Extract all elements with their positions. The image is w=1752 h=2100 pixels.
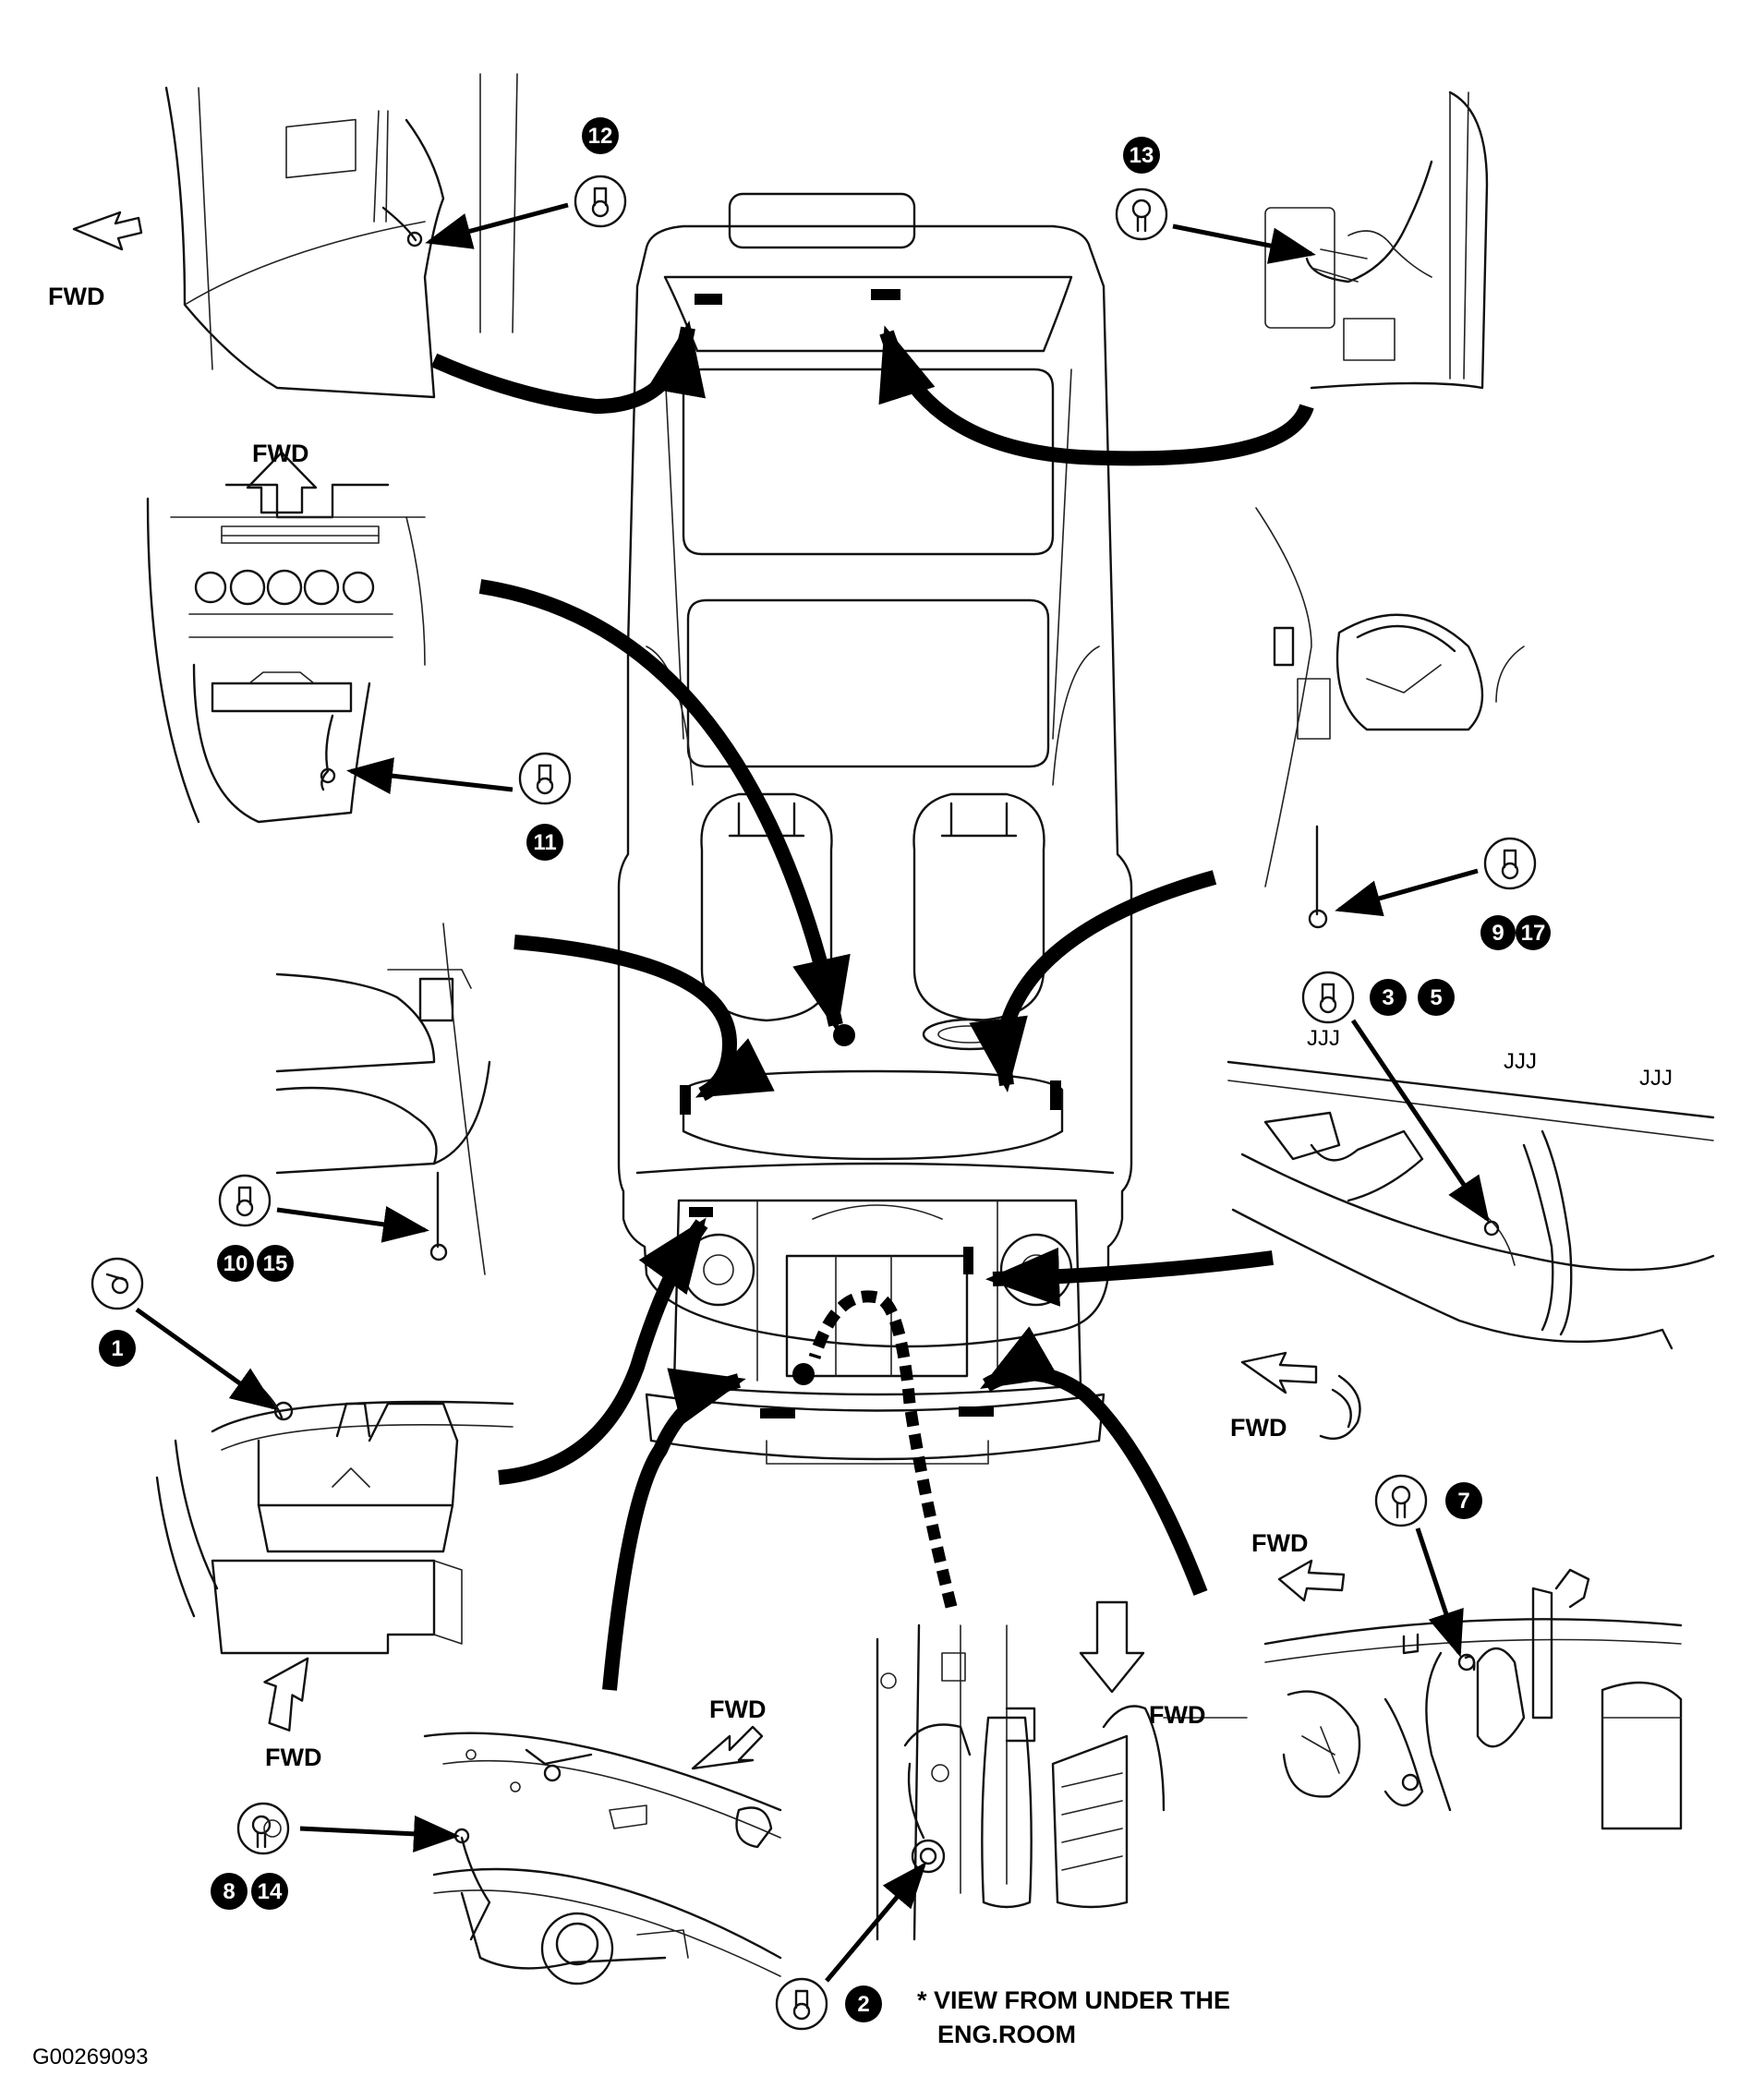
inset-ground-10-15: 10 15 xyxy=(217,923,491,1282)
ground-bolt-icon xyxy=(1374,1474,1428,1527)
callout-13: 13 xyxy=(1123,137,1160,174)
ground-bolt-icon xyxy=(1301,971,1355,1024)
svg-text:17: 17 xyxy=(1521,921,1546,946)
ground-bolt-icon xyxy=(574,175,627,228)
inset-ground-13: 13 xyxy=(1115,91,1489,390)
callout-7: 7 xyxy=(1445,1482,1482,1519)
ground-bolt-icon xyxy=(236,1802,290,1855)
ground-bolt-icon xyxy=(1115,187,1168,241)
under-view-note-line1: * VIEW FROM UNDER THE xyxy=(917,1986,1230,2014)
ground-bolt-icon xyxy=(218,1174,272,1227)
connector-arcs xyxy=(430,320,1314,1691)
ground-bolt-icon xyxy=(775,1977,828,2031)
fwd-label: FWD xyxy=(1230,1414,1287,1442)
callout-5: 5 xyxy=(1418,979,1455,1016)
under-view-note-line2: ENG.ROOM xyxy=(937,2021,1076,2048)
callout-2: 2 xyxy=(845,1985,882,2022)
fwd-label: FWD xyxy=(265,1744,321,1771)
svg-text:12: 12 xyxy=(588,124,613,149)
ground-bolt-icon xyxy=(91,1257,144,1310)
inset-ground-3-5: JJJ JJJ JJJ FWD 3 5 xyxy=(1226,971,1715,1442)
fwd-label: FWD xyxy=(252,440,308,467)
inset-ground-1: FWD 1 xyxy=(91,1257,514,1771)
svg-text:JJJ: JJJ xyxy=(1639,1066,1673,1091)
inset-ground-8-14: FWD 8 14 xyxy=(211,1696,782,1985)
figure-code: G00269093 xyxy=(32,2045,148,2070)
svg-text:7: 7 xyxy=(1457,1489,1469,1514)
callout-9: 9 xyxy=(1480,915,1516,950)
svg-text:14: 14 xyxy=(258,1879,283,1904)
fwd-label: FWD xyxy=(709,1696,766,1723)
svg-text:15: 15 xyxy=(263,1251,288,1276)
svg-text:10: 10 xyxy=(224,1251,248,1276)
svg-text:9: 9 xyxy=(1492,921,1504,946)
svg-text:11: 11 xyxy=(533,830,556,855)
inset-ground-9-17: 9 17 xyxy=(1255,507,1551,950)
callout-3: 3 xyxy=(1370,979,1407,1016)
callout-8: 8 xyxy=(211,1873,248,1910)
svg-text:5: 5 xyxy=(1430,985,1442,1010)
callout-10: 10 xyxy=(217,1245,254,1282)
svg-text:JJJ: JJJ xyxy=(1504,1049,1537,1074)
ground-bolt-icon xyxy=(1483,837,1537,890)
fwd-label: FWD xyxy=(1149,1701,1205,1729)
inset-ground-7: FWD 7 xyxy=(1251,1474,1683,1830)
inset-ground-12: FWD 12 xyxy=(48,73,627,399)
svg-text:13: 13 xyxy=(1130,143,1154,168)
svg-text:3: 3 xyxy=(1382,985,1394,1010)
fwd-label: FWD xyxy=(48,283,104,310)
svg-text:JJJ: JJJ xyxy=(1307,1026,1340,1051)
svg-text:2: 2 xyxy=(857,1992,869,2017)
inset-ground-2: FWD 2 * VIEW FROM UNDER THE ENG.ROOM xyxy=(775,1600,1248,2048)
svg-text:8: 8 xyxy=(223,1879,235,1904)
svg-text:1: 1 xyxy=(111,1336,123,1361)
callout-17: 17 xyxy=(1516,915,1551,950)
fwd-label: FWD xyxy=(1251,1529,1308,1557)
inset-ground-11: FWD 11 xyxy=(146,440,572,861)
ground-bolt-icon xyxy=(518,752,572,805)
callout-14: 14 xyxy=(251,1873,288,1910)
callout-15: 15 xyxy=(257,1245,294,1282)
callout-12: 12 xyxy=(582,117,619,154)
callout-11: 11 xyxy=(526,824,563,861)
callout-1: 1 xyxy=(99,1330,136,1367)
